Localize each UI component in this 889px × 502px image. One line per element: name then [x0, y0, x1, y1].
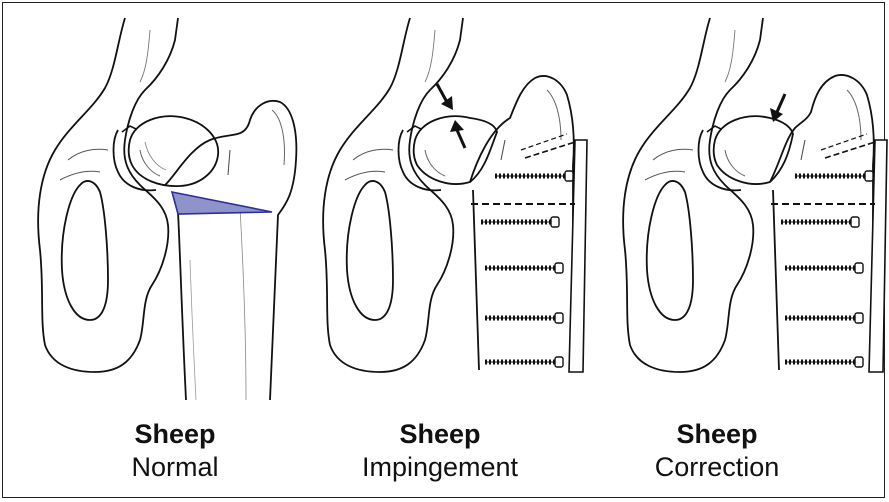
caption-normal: Sheep Normal	[45, 418, 305, 484]
caption-correction-title: Sheep	[587, 418, 847, 450]
caption-impingement: Sheep Impingement	[310, 418, 570, 484]
panel-normal-drawing	[38, 18, 296, 400]
caption-normal-subtitle: Normal	[45, 450, 305, 484]
caption-correction: Sheep Correction	[587, 418, 847, 484]
caption-normal-title: Sheep	[45, 418, 305, 450]
panel-correction-drawing	[623, 18, 887, 372]
offset-wedge-highlight	[172, 192, 272, 214]
arrow-icon	[437, 84, 453, 110]
caption-impingement-title: Sheep	[310, 418, 570, 450]
arrow-icon	[770, 94, 785, 122]
caption-impingement-subtitle: Impingement	[310, 450, 570, 484]
caption-correction-subtitle: Correction	[587, 450, 847, 484]
panel-impingement-drawing	[323, 18, 587, 372]
